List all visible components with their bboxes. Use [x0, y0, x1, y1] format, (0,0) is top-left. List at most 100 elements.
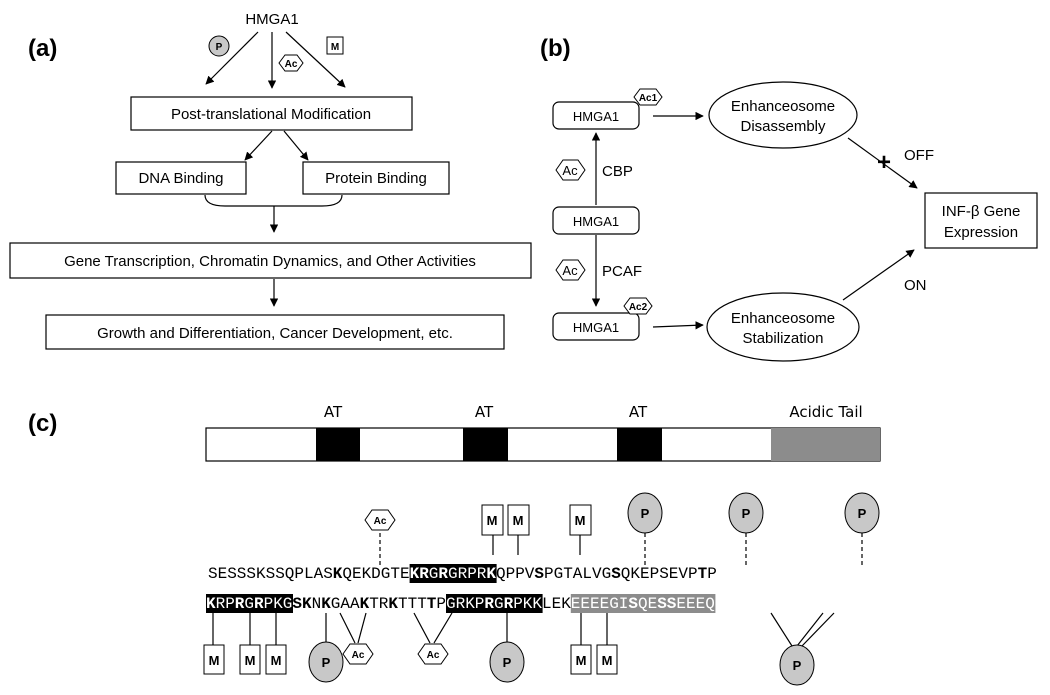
panel-c-label: (c) — [28, 410, 57, 437]
ptm-label: Post-translational Modification — [171, 106, 371, 123]
ac-k11-k13-icon — [342, 643, 374, 665]
ac2-icon — [623, 297, 653, 315]
ac-pcaf-icon — [555, 259, 586, 281]
sequence-highlight — [503, 594, 514, 613]
sequence-residues: RP — [216, 595, 235, 613]
at-hook-3-block — [617, 428, 662, 461]
sequence-residues: G — [429, 565, 439, 583]
block-plus-icon: + — [877, 149, 891, 176]
sequence-highlight — [263, 594, 293, 613]
sequence-residues: TTT — [398, 595, 427, 613]
methylation-icon — [326, 36, 344, 55]
sequence-residues: LEK — [542, 595, 571, 613]
m-r4-label: M — [245, 653, 256, 668]
sequence-residues: K — [388, 595, 398, 613]
ac-k14-icon — [364, 509, 396, 531]
m-r27-icon — [507, 504, 530, 536]
p-acidic-icon — [779, 644, 815, 686]
m-k1-label: M — [209, 653, 220, 668]
gene-expression-line1: INF-β Gene — [942, 203, 1021, 220]
sequence-highlight — [570, 594, 629, 613]
m-k31-icon — [569, 504, 592, 536]
sequence-residues: SESSSKSSQPLAS — [208, 565, 333, 583]
sequence-highlight — [438, 564, 449, 583]
sequence-highlight — [419, 564, 430, 583]
sequence-residues: S — [292, 595, 302, 613]
m-r25-icon — [481, 504, 504, 536]
hmga1-top-label: HMGA1 — [245, 11, 298, 28]
growth-label: Growth and Differentiation, Cancer Devel… — [97, 325, 453, 342]
dna-binding-label: DNA Binding — [138, 170, 223, 187]
sequence-residues: P — [707, 565, 717, 583]
sequence-residues: N — [312, 595, 322, 613]
at-hook-1-label: AT — [324, 403, 343, 421]
protein-binding-label: Protein Binding — [325, 170, 427, 187]
sequence-highlight — [206, 594, 217, 613]
disassembly-line1: Enhanceosome — [731, 98, 835, 115]
m-r32-icon — [596, 644, 618, 675]
ptm-box — [130, 96, 413, 131]
sequence-residues: R — [235, 595, 245, 613]
p-s10-icon — [308, 641, 344, 683]
stabilization-ellipse — [706, 292, 860, 362]
sequence-residues: K — [321, 595, 331, 613]
sequence-residues: GRKP — [446, 595, 484, 613]
acidic-tail-block — [771, 428, 880, 461]
p-s44-label: P — [742, 506, 751, 521]
sequence-highlight — [638, 594, 658, 613]
ac-k17-k20-label: Ac — [427, 650, 440, 661]
sequence-highlight — [244, 594, 255, 613]
methylation-label: M — [331, 42, 339, 53]
hmga1-bottom-box — [552, 312, 640, 341]
sequence-residues: PKK — [513, 595, 542, 613]
p-s-acidic-2-connector — [796, 612, 824, 647]
ac2-label: Ac2 — [629, 302, 648, 313]
p-s-acidic-3-connector — [801, 612, 835, 647]
m-k31-label: M — [575, 513, 586, 528]
off-label: OFF — [904, 147, 934, 164]
p-s10-label: P — [322, 655, 331, 670]
ac-k17-k20-icon — [417, 643, 449, 665]
sequence-residues: QKEPSEVP — [621, 565, 698, 583]
dna-binding-box — [115, 161, 247, 195]
m-r6-label: M — [271, 653, 282, 668]
cbp-label: CBP — [602, 163, 633, 180]
sequence-highlight — [215, 594, 236, 613]
sequence-highlight — [484, 594, 495, 613]
arrow-stabilization — [652, 321, 704, 330]
sequence-residues: R — [438, 565, 448, 583]
stabilization-line1: Enhanceosome — [731, 310, 835, 327]
sequence-residues: P — [436, 595, 446, 613]
p-acidic-label: P — [793, 658, 802, 673]
sequence-residues: R — [419, 565, 429, 583]
arrow-p — [205, 31, 259, 85]
brace — [204, 194, 343, 207]
ac-k14-label: Ac — [374, 516, 387, 527]
arrow-m — [285, 31, 346, 88]
p-t24-icon — [489, 641, 525, 683]
m-r32-label: M — [602, 653, 613, 668]
sequence-residues: K — [360, 595, 370, 613]
sequence-residues: SS — [657, 595, 677, 613]
sequence-highlight — [448, 564, 487, 583]
sequence-residues: GAA — [331, 595, 360, 613]
p-t53-label: P — [858, 506, 867, 521]
at-hook-2-block — [463, 428, 508, 461]
sequence-highlight — [676, 594, 716, 613]
hmga1-top-box — [552, 101, 640, 130]
growth-box — [45, 314, 505, 350]
sequence-residues: K — [302, 595, 312, 613]
sequence-highlight — [657, 594, 677, 613]
panel-b: (b) HMGA1 Ac1 Ac CBP HMGA1 Ac PCAF HMGA1… — [540, 35, 1038, 362]
m-r6-icon — [265, 644, 287, 675]
ac-cbp-label: Ac — [562, 163, 578, 178]
ac-cbp-icon — [555, 159, 586, 181]
sequence-residues: T — [698, 565, 708, 583]
acidic-tail-label: Acidic Tail — [789, 403, 862, 421]
p-t53-icon — [844, 492, 880, 534]
hmga1-mid-box — [552, 206, 640, 235]
sequence-residues: PKG — [264, 595, 293, 613]
sequence-highlight — [428, 564, 439, 583]
p-s-acidic-1-connector — [770, 612, 793, 647]
